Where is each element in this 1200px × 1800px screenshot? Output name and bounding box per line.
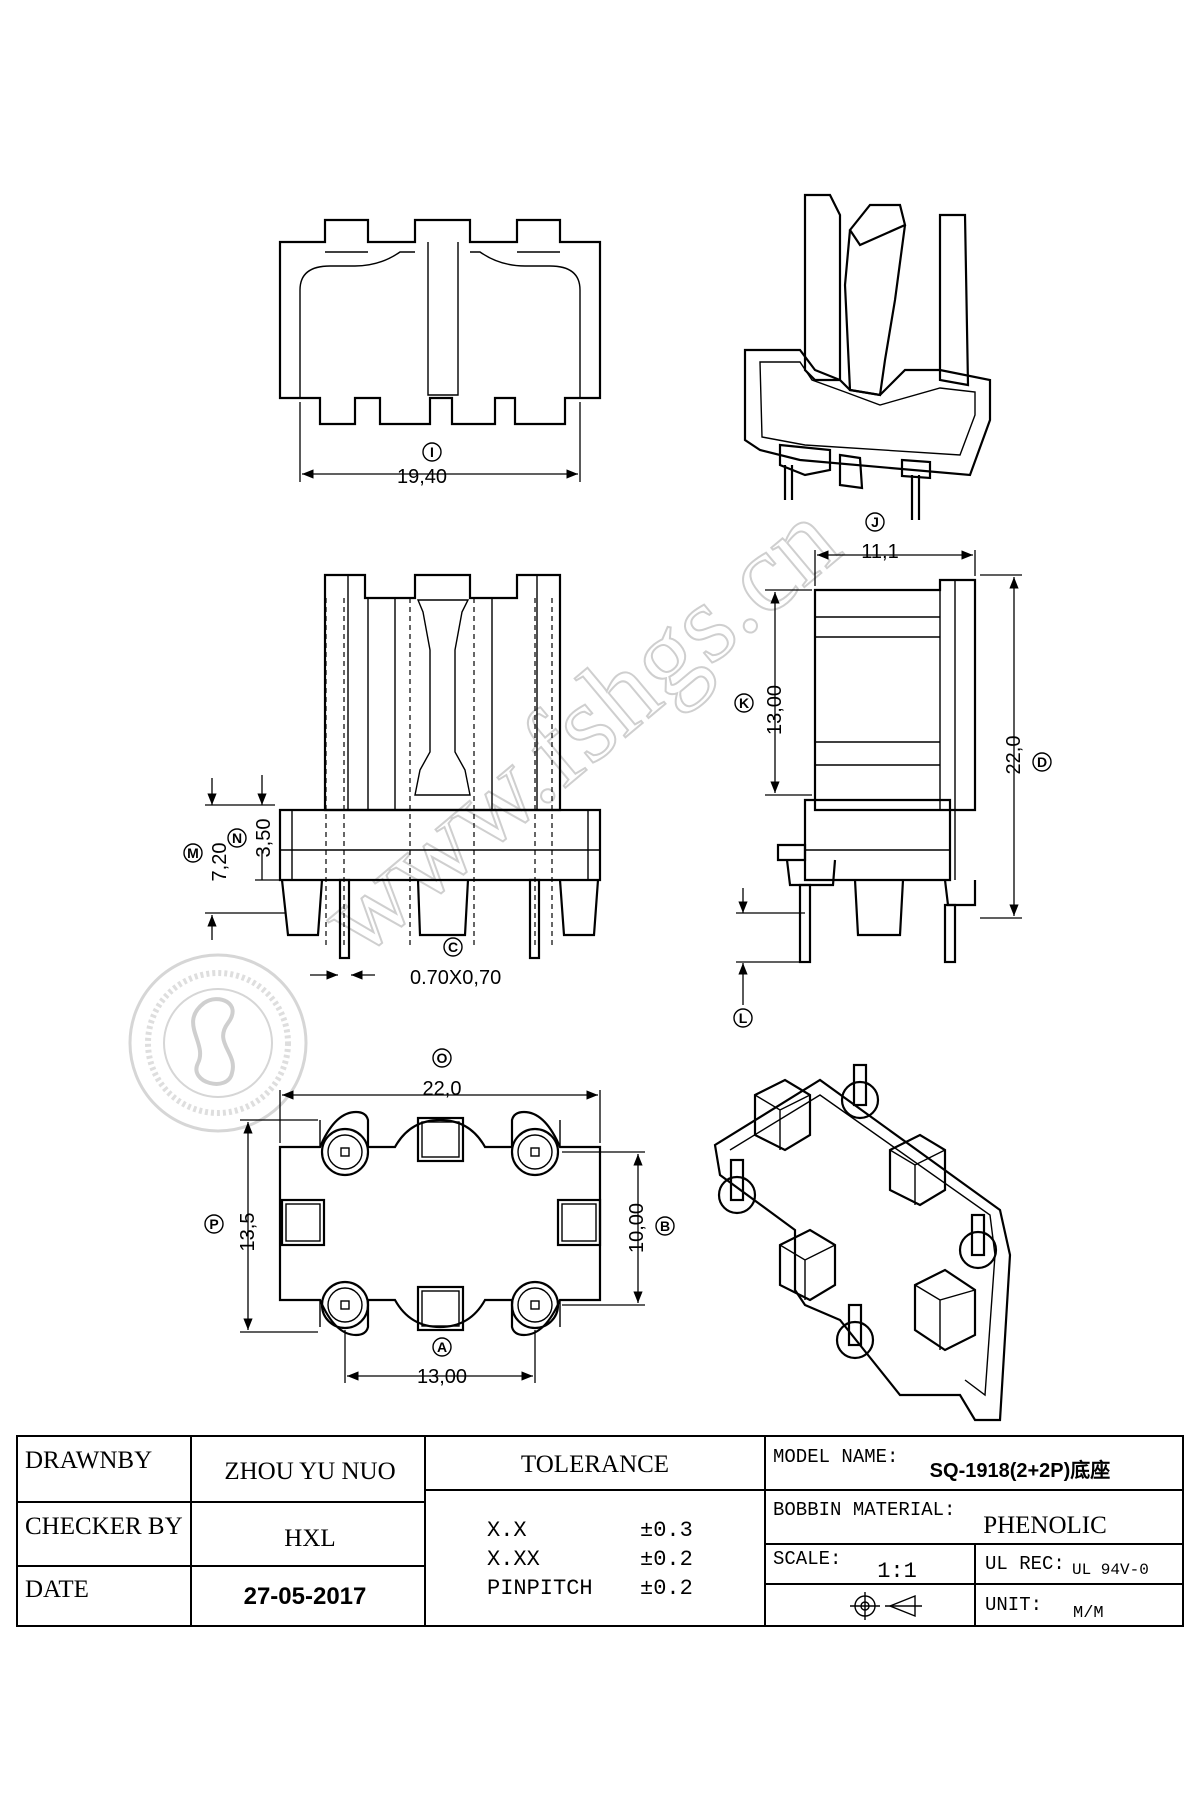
svg-text:B: B [660, 1218, 670, 1234]
watermark-seal [128, 953, 308, 1133]
scale-value: 1:1 [877, 1559, 917, 1584]
svg-text:10,00: 10,00 [626, 1203, 648, 1253]
unit-label: UNIT: [985, 1594, 1042, 1616]
front-elevation [278, 573, 602, 960]
title-block: DRAWNBY ZHOU YU NUO CHECKER BY HXL DATE … [16, 1435, 1184, 1627]
svg-text:I: I [430, 444, 434, 460]
unit-value: M/M [1073, 1604, 1104, 1623]
dim-B: B 10,00 [562, 1151, 675, 1306]
svg-text:N: N [232, 830, 242, 846]
front-view-top [278, 218, 602, 426]
material-label: BOBBIN MATERIAL: [773, 1499, 955, 1521]
svg-text:M: M [187, 845, 199, 861]
svg-text:C: C [448, 939, 458, 955]
dim-P: P 13,5 [204, 1119, 318, 1333]
svg-text:3,50: 3,50 [253, 819, 275, 858]
dim-I: I 19,40 [299, 402, 581, 488]
projection-symbol-icon [850, 1592, 922, 1620]
checker-value: HXL [284, 1525, 335, 1552]
svg-text:7,20: 7,20 [209, 843, 231, 882]
ul-label: UL REC: [985, 1553, 1065, 1575]
svg-text:13,5: 13,5 [237, 1213, 259, 1252]
svg-text:J: J [871, 514, 879, 530]
watermark: www.fshgs.cn [128, 476, 862, 1133]
svg-text:0.70X0,70: 0.70X0,70 [410, 967, 501, 989]
dim-M-N: M N 7,20 3,50 [183, 775, 285, 940]
date-value: 27-05-2017 [244, 1583, 367, 1610]
svg-text:D: D [1037, 754, 1047, 770]
tolerance-name-3: PINPITCH [487, 1576, 593, 1601]
tolerance-name-2: X.XX [487, 1547, 540, 1572]
dim-K: K 13,00 [734, 589, 812, 796]
tolerance-value-1: ±0.3 [640, 1518, 693, 1543]
tolerance-value-2: ±0.2 [640, 1547, 693, 1572]
tolerance-value-3: ±0.2 [640, 1576, 693, 1601]
dim-L: L [733, 888, 805, 1028]
material-value: PHENOLIC [983, 1512, 1107, 1539]
svg-text:13,00: 13,00 [764, 685, 786, 735]
iso-view-bottom [713, 1063, 1012, 1422]
bottom-view [278, 1110, 602, 1337]
side-elevation [776, 578, 977, 964]
svg-text:O: O [437, 1050, 448, 1066]
svg-text:P: P [209, 1216, 218, 1232]
tolerance-name-1: X.X [487, 1518, 527, 1543]
svg-text:22,0: 22,0 [423, 1078, 462, 1100]
tolerance-title: TOLERANCE [521, 1451, 669, 1478]
dim-D: D 22,0 [980, 574, 1052, 919]
dim-J: J 11,1 [814, 512, 976, 586]
dim-O: O 22,0 [279, 1048, 601, 1143]
svg-text:13,00: 13,00 [417, 1366, 467, 1388]
ul-value: UL 94V-0 [1072, 1561, 1149, 1579]
scale-label: SCALE: [773, 1548, 841, 1570]
model-label: MODEL NAME: [773, 1446, 898, 1468]
svg-text:22,0: 22,0 [1003, 736, 1025, 775]
date-label: DATE [25, 1576, 89, 1603]
drawn-by-label: DRAWNBY [25, 1447, 152, 1474]
checker-label: CHECKER BY [25, 1513, 183, 1540]
svg-text:19,40: 19,40 [397, 466, 447, 488]
model-value: SQ-1918(2+2P)底座 [930, 1458, 1111, 1482]
svg-text:11,1: 11,1 [861, 541, 898, 563]
svg-text:A: A [437, 1339, 447, 1355]
svg-text:L: L [739, 1010, 748, 1026]
drawn-by-value: ZHOU YU NUO [224, 1458, 395, 1485]
dim-A: A 13,00 [344, 1330, 536, 1388]
iso-view-top [743, 193, 992, 520]
dim-C: C 0.70X0,70 [310, 937, 501, 989]
svg-text:K: K [739, 695, 749, 711]
